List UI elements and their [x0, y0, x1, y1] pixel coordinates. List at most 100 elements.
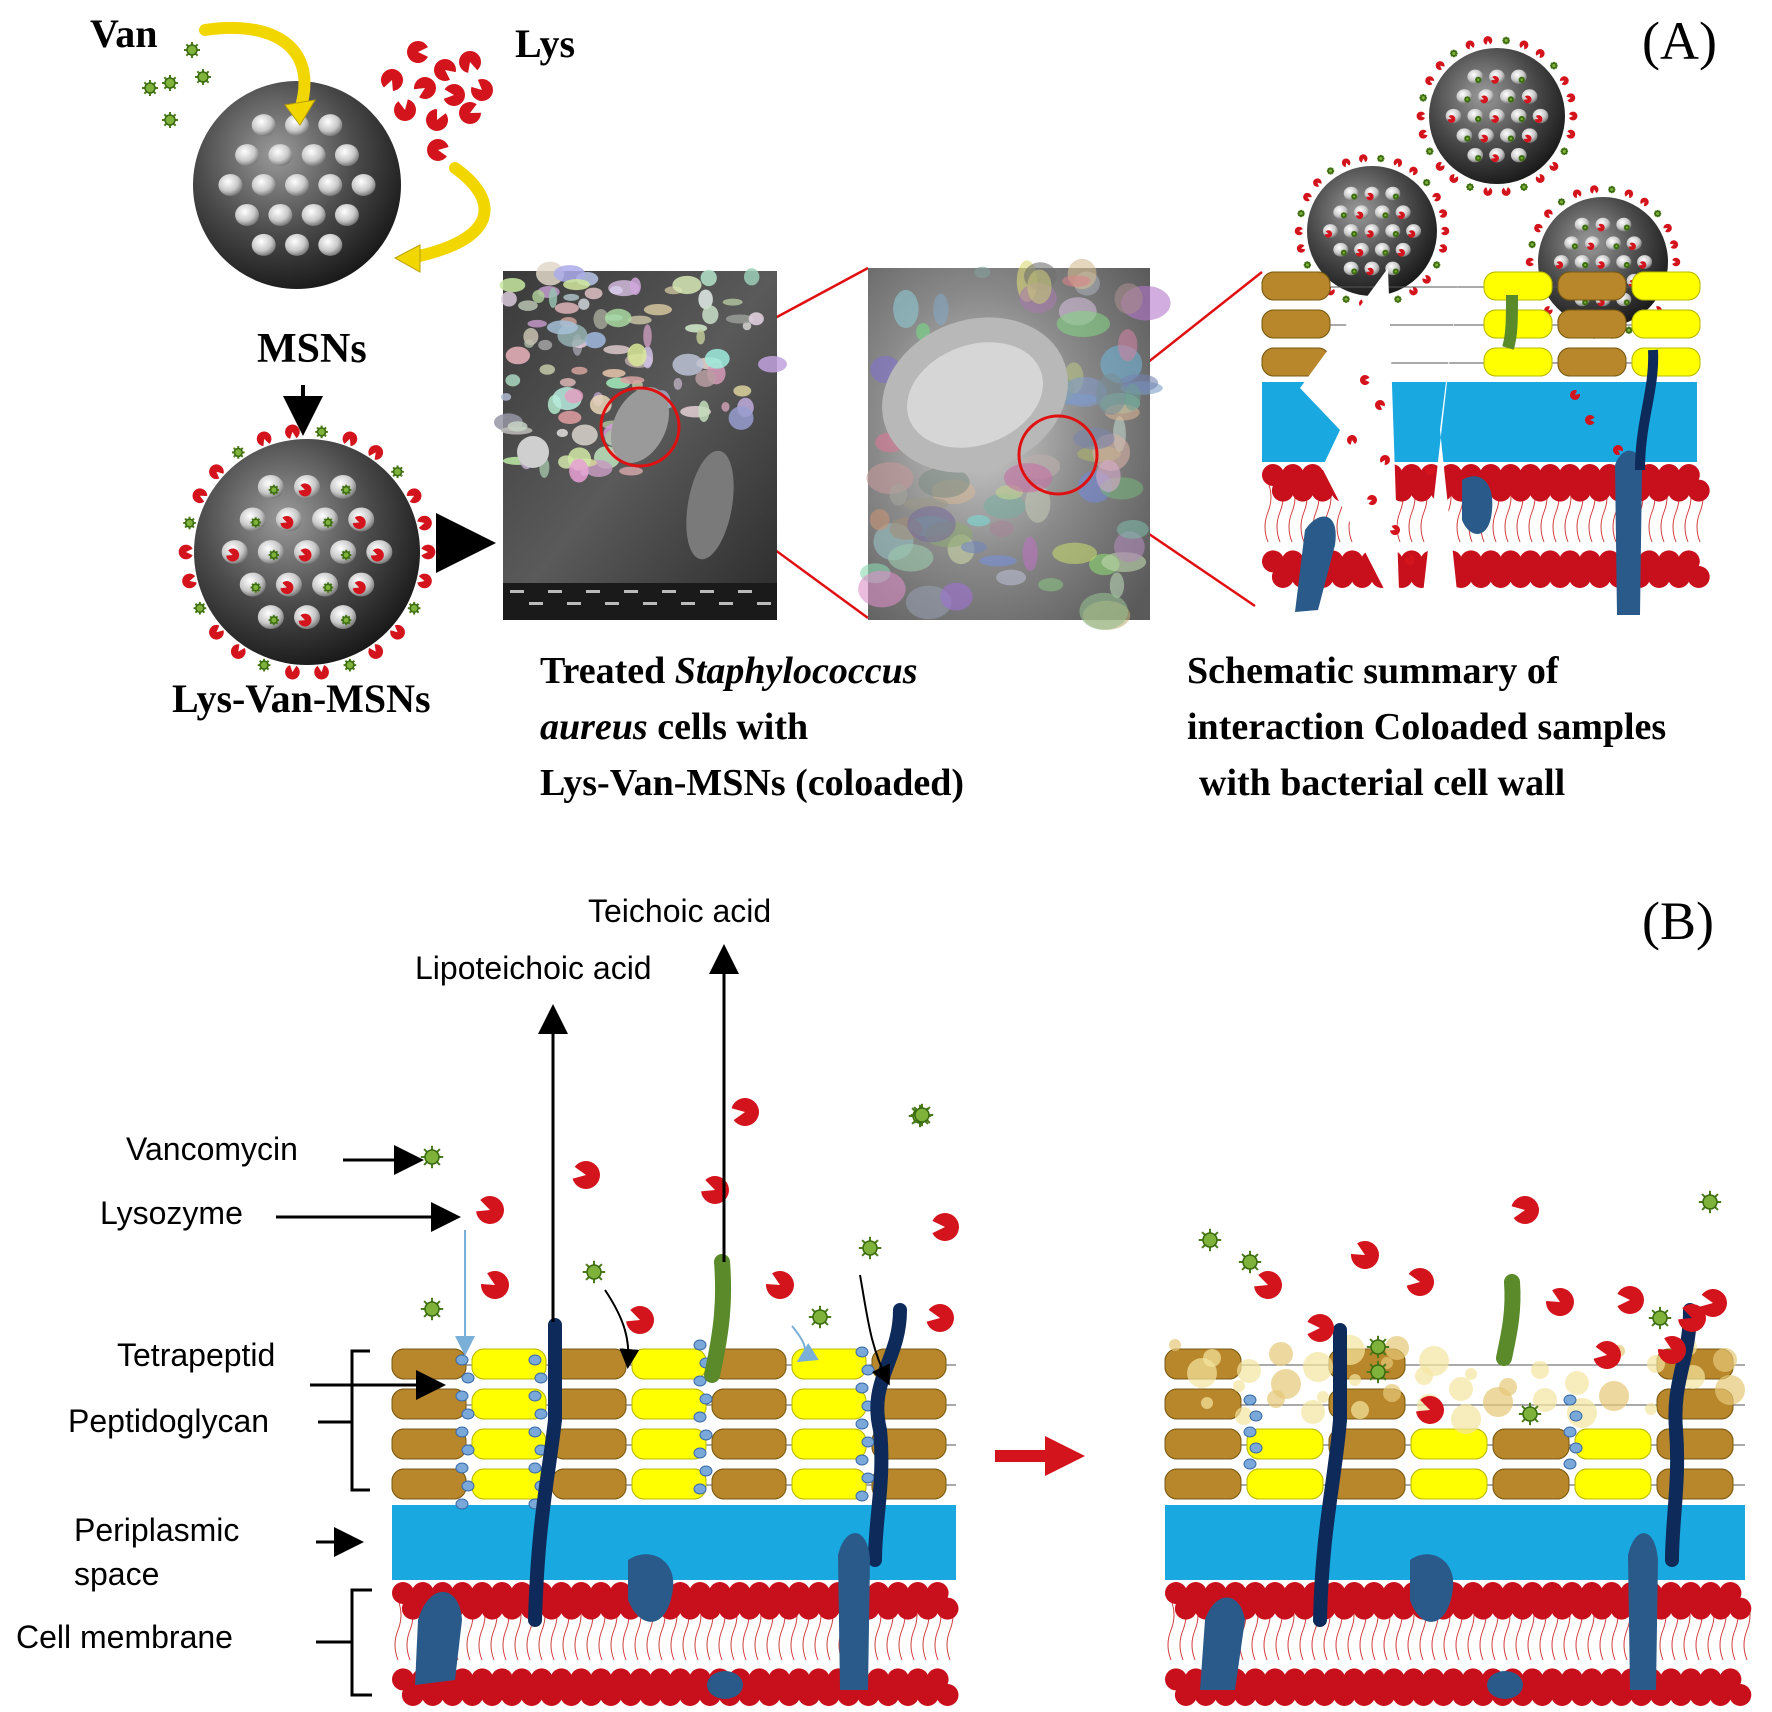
sem-cluster-blob: [505, 346, 531, 365]
lysozyme-icon: [1409, 286, 1418, 296]
lipid-head: [1400, 464, 1423, 486]
lysozyme-icon: [434, 59, 456, 81]
lysozyme-icon: [459, 102, 481, 124]
lipid-head: [1460, 550, 1482, 573]
lysozyme-group: [1432, 192, 1441, 202]
msn-pore: [251, 233, 276, 256]
lipid-head: [1283, 1582, 1306, 1604]
lipid-head: [1392, 1684, 1415, 1706]
lysozyme-icon: [1380, 454, 1390, 465]
lipid-head: [1570, 1684, 1593, 1706]
sem-cluster-blob: [725, 314, 754, 324]
lysozyme-group: [298, 548, 312, 562]
lipid-head: [1343, 1582, 1366, 1604]
damaged-fragment: [1415, 1367, 1433, 1385]
vancomycin-icon: [1423, 178, 1431, 187]
lipid-head: [877, 1597, 900, 1620]
vancomycin-icon: [1518, 76, 1525, 83]
lysozyme-icon: [1523, 95, 1532, 104]
lysozyme-icon: [1307, 1313, 1335, 1342]
damaged-fragment: [1449, 1377, 1473, 1401]
schematic-caption-line-3: with bacterial cell wall: [1199, 762, 1566, 804]
lysozyme-group: [1678, 1304, 1706, 1332]
lysozyme-icon: [1465, 40, 1475, 50]
sem-cluster-blob: [584, 287, 603, 300]
vancomycin-body: [1393, 268, 1399, 275]
tetrapeptide-bead: [1243, 1394, 1257, 1406]
lipid-head: [807, 1582, 830, 1604]
lysozyme-group: [926, 1304, 954, 1332]
lipid-head: [1648, 479, 1671, 502]
sem-info-text: [586, 590, 600, 593]
vancomycin-icon: [1518, 115, 1525, 123]
lipid-head: [619, 1684, 642, 1706]
lipid-head: [599, 1684, 622, 1706]
membrane-protein: [1615, 450, 1642, 615]
lysozyme-icon: [1624, 189, 1634, 198]
lysozyme-icon: [1360, 374, 1370, 386]
sem-surface-blob: [1079, 592, 1128, 630]
lipid-head: [916, 1597, 939, 1620]
lysozyme-group: [1669, 240, 1679, 249]
vancomycin-body: [1529, 241, 1536, 248]
lysozyme-group: [368, 644, 384, 659]
lipid-head: [441, 1684, 464, 1706]
peptidoglycan-yellow-unit: [1410, 1468, 1488, 1500]
lipid-head: [520, 1684, 543, 1706]
vancomycin-body: [1582, 262, 1588, 268]
sem-surface-blob: [1118, 329, 1138, 362]
lysozyme-group: [434, 59, 456, 81]
lysozyme-group: [1296, 244, 1306, 253]
vancomycin-icon: [162, 112, 178, 128]
vancomycin-icon: [1520, 183, 1528, 191]
peptidoglycan-brown-unit: [1261, 271, 1331, 301]
lysozyme-icon: [1435, 161, 1445, 171]
sem-cluster-blob: [500, 393, 512, 401]
lipid-head: [1679, 1668, 1702, 1691]
sem-surface-blob: [869, 509, 890, 531]
lipid-head: [1590, 1684, 1613, 1706]
msn-pore: [1456, 128, 1473, 143]
lipid-head: [510, 1668, 533, 1691]
lysozyme-group: [1375, 400, 1385, 410]
peptidoglycan-yellow-unit: [471, 1468, 547, 1500]
vancomycin-body: [269, 616, 278, 625]
lysozyme-icon: [1418, 129, 1428, 139]
lysozyme-icon: [370, 548, 384, 562]
lysozyme-group: [298, 483, 312, 497]
msn-pore: [1456, 89, 1473, 104]
lysozyme-icon: [1397, 248, 1405, 257]
vancomycin-body: [1464, 96, 1471, 103]
peptidoglycan-brown-unit: [1164, 1428, 1242, 1460]
sem-info-text: [662, 590, 676, 593]
lysozyme-icon: [1663, 223, 1672, 233]
lipid-head: [1638, 550, 1661, 573]
yellow-arrow-van-path: [199, 21, 311, 116]
lipid-head: [1479, 464, 1502, 486]
lysozyme-group: [1555, 261, 1564, 269]
tetrapeptide-bead: [693, 1483, 707, 1495]
peptidoglycan-brown-unit: [1261, 309, 1331, 339]
lipid-head: [1471, 1597, 1494, 1620]
vancomycin-body: [342, 485, 351, 494]
lysozyme-icon: [1313, 178, 1322, 187]
lysozyme-group: [1617, 1285, 1645, 1314]
lipid-head: [1499, 550, 1522, 573]
lipid-head: [629, 1668, 652, 1691]
lysozyme-icon: [1570, 390, 1580, 400]
lysozyme-group: [1435, 161, 1445, 171]
vancomycin-icon: [195, 69, 211, 85]
lysozyme-icon: [182, 573, 197, 589]
sem-surface-blob: [933, 293, 949, 326]
sem-surface-blob: [1109, 572, 1125, 599]
lysozyme-icon: [1597, 298, 1605, 307]
lipid-head: [1462, 1668, 1484, 1691]
sem-surface-blob: [1025, 484, 1051, 523]
vancomycin-body: [184, 518, 195, 528]
lipid-head: [1578, 550, 1601, 573]
lipid-head: [1709, 1684, 1732, 1706]
lysozyme-icon: [1549, 161, 1559, 171]
sem-cluster-blob: [553, 265, 586, 283]
vancomycin-icon: [343, 658, 357, 672]
vancomycin-body: [1561, 148, 1568, 155]
